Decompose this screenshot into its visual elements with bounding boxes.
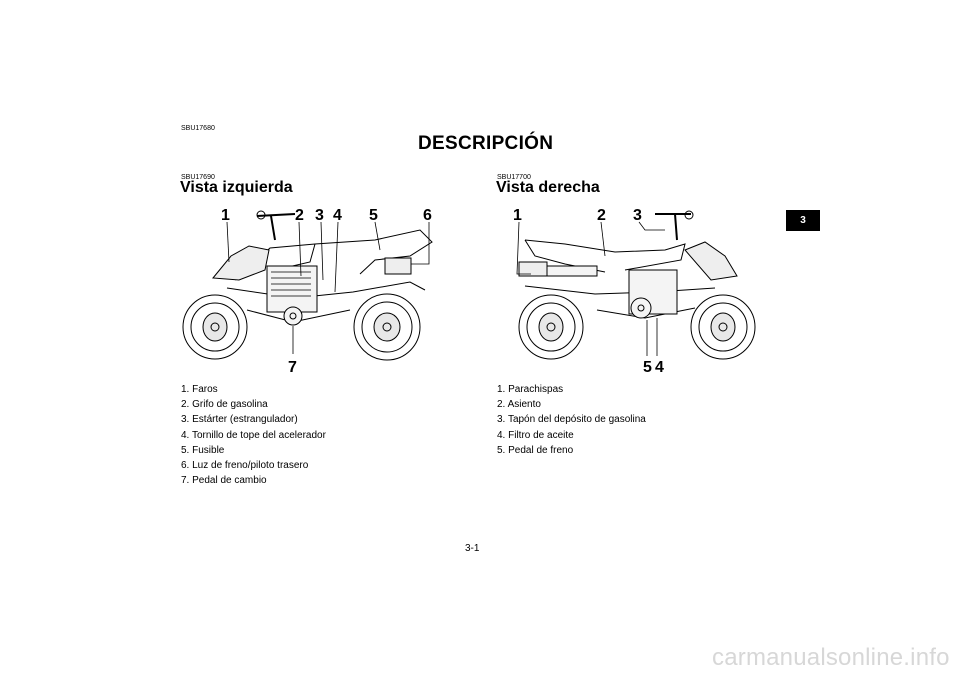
- right-callout-1: 1: [513, 207, 522, 224]
- watermark: carmanualsonline.info: [712, 644, 950, 671]
- right-parts-list: 1. Parachispas 2. Asiento 3. Tapón del d…: [497, 382, 646, 458]
- list-item: 3. Tapón del depósito de gasolina: [497, 414, 646, 426]
- left-section-heading: Vista izquierda: [180, 179, 293, 196]
- page-number: 3-1: [465, 543, 480, 554]
- right-section-code: SBU17700: [497, 174, 531, 181]
- left-section-code: SBU17690: [181, 174, 215, 181]
- right-callout-2: 2: [597, 207, 606, 224]
- left-parts-list: 1. Faros 2. Grifo de gasolina 3. Estárte…: [181, 382, 326, 488]
- left-callout-7: 7: [288, 359, 297, 376]
- list-item: 2. Grifo de gasolina: [181, 399, 268, 411]
- right-callout-5: 5: [643, 359, 652, 376]
- right-callout-4: 4: [655, 359, 664, 376]
- atv-left-view-illustration: 1 2 3 4 5 6 7: [182, 207, 433, 376]
- right-callout-3: 3: [633, 207, 642, 224]
- left-callout-4: 4: [333, 207, 342, 224]
- left-callout-2: 2: [295, 207, 304, 224]
- list-item: 5. Fusible: [181, 444, 225, 456]
- list-item: 6. Luz de freno/piloto trasero: [181, 460, 309, 472]
- document-code: SBU17680: [181, 125, 215, 132]
- list-item: 4. Tornillo de tope del acelerador: [181, 429, 326, 441]
- list-item: 2. Asiento: [497, 399, 541, 411]
- list-item: 1. Parachispas: [497, 384, 564, 395]
- list-item: 4. Filtro de aceite: [497, 429, 574, 441]
- atv-right-view-illustration: 1 2 3 5 4: [513, 207, 756, 376]
- chapter-tab: 3: [786, 210, 820, 231]
- right-section-heading: Vista derecha: [496, 179, 600, 196]
- left-callout-3: 3: [315, 207, 324, 224]
- page-title: DESCRIPCIÓN: [418, 133, 554, 154]
- list-item: 5. Pedal de freno: [497, 444, 574, 456]
- left-callout-5: 5: [369, 207, 378, 224]
- left-callout-6: 6: [423, 207, 432, 224]
- left-callout-1: 1: [221, 207, 230, 224]
- list-item: 1. Faros: [181, 384, 218, 395]
- list-item: 7. Pedal de cambio: [181, 475, 267, 487]
- list-item: 3. Estárter (estrangulador): [181, 414, 298, 426]
